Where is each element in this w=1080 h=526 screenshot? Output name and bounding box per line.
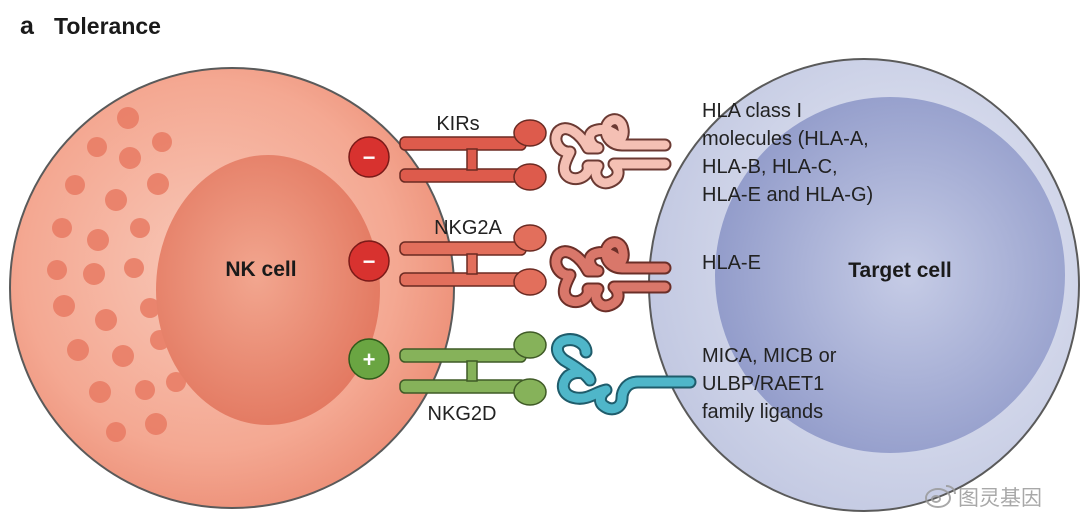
nkg2a-bridge [466,253,478,275]
ligand-line: HLA-E and HLA-G) [702,184,873,206]
nkg2d-activating-badge: + [348,338,390,380]
nkg2d-label: NKG2D [428,403,497,425]
receptor-nkg2a [399,224,547,296]
nkg2a-label: NKG2A [434,217,502,239]
target-cell-label: Target cell [848,259,951,282]
ligand-hla-class-i [549,113,672,190]
nkg2a-lower-chain [399,272,527,287]
nkg2d-upper-head [513,331,547,359]
ligand-line: HLA class I [702,100,802,122]
kirs-label: KIRs [436,113,479,135]
watermark-text: 图灵基因 [958,487,1042,510]
nkg2d-signal: + [363,347,376,372]
receptor-kirs [399,119,547,191]
granule [119,147,141,169]
granule [47,260,67,280]
ligand-hla-e [549,236,672,313]
nkg2d-lower-chain [399,379,527,394]
granule [105,189,127,211]
kirs-signal: − [363,145,376,170]
ligand-label-hla-class-i: HLA class I molecules (HLA-A, HLA-B, HLA… [702,100,874,206]
ligand-line: family ligands [702,401,823,423]
kirs-lower-head [513,163,547,191]
granule [67,339,89,361]
granule [87,137,107,157]
target-nucleus [715,97,1065,453]
target-cell: Target cell [648,58,1080,512]
kirs-lower-chain [399,168,527,183]
nk-cell: NK cell [9,67,455,509]
granule [65,175,85,195]
watermark: 图灵基因 [925,485,1042,510]
ligand-line: molecules (HLA-A, [702,128,869,150]
ligand-label-hla-e: HLA-E [702,252,761,274]
ligand-line: ULBP/RAET1 [702,373,824,395]
kirs-inhibitory-badge: − [348,136,390,178]
ligand-line: HLA-B, HLA-C, [702,156,838,178]
nkg2a-upper-head [513,224,547,252]
granule [124,258,144,278]
ligand-line: MICA, MICB or [702,345,837,367]
granule [135,380,155,400]
nk-nucleus [156,155,380,425]
granule [147,173,169,195]
nkg2a-inhibitory-badge: − [348,240,390,282]
granule [112,345,134,367]
granule [89,381,111,403]
granule [95,309,117,331]
nkg2a-lower-head [513,268,547,296]
weibo-icon [925,485,956,508]
granule [130,218,150,238]
granule [53,295,75,317]
granule [152,132,172,152]
granule [52,218,72,238]
granule [117,107,139,129]
ligand-mica-micb-ulbp [551,333,697,416]
nkg2d-bridge [466,360,478,382]
granule [145,413,167,435]
nkg2a-signal: − [363,249,376,274]
nk-granules [47,107,186,442]
nkg2d-lower-head [513,378,547,406]
panel-letter: a [20,12,35,40]
granule [166,372,186,392]
receptor-nkg2d [399,331,547,406]
kirs-upper-chain [399,136,527,151]
granule [87,229,109,251]
granule [140,298,160,318]
nkg2d-upper-chain [399,348,527,363]
granule [106,422,126,442]
kirs-bridge [466,148,478,171]
panel-title: Tolerance [54,13,161,39]
ligand-label-mica: MICA, MICB or ULBP/RAET1 family ligands [702,345,842,423]
nk-cell-label: NK cell [225,258,296,281]
kirs-upper-head [513,119,547,147]
nkg2a-upper-chain [399,241,527,256]
granule [83,263,105,285]
